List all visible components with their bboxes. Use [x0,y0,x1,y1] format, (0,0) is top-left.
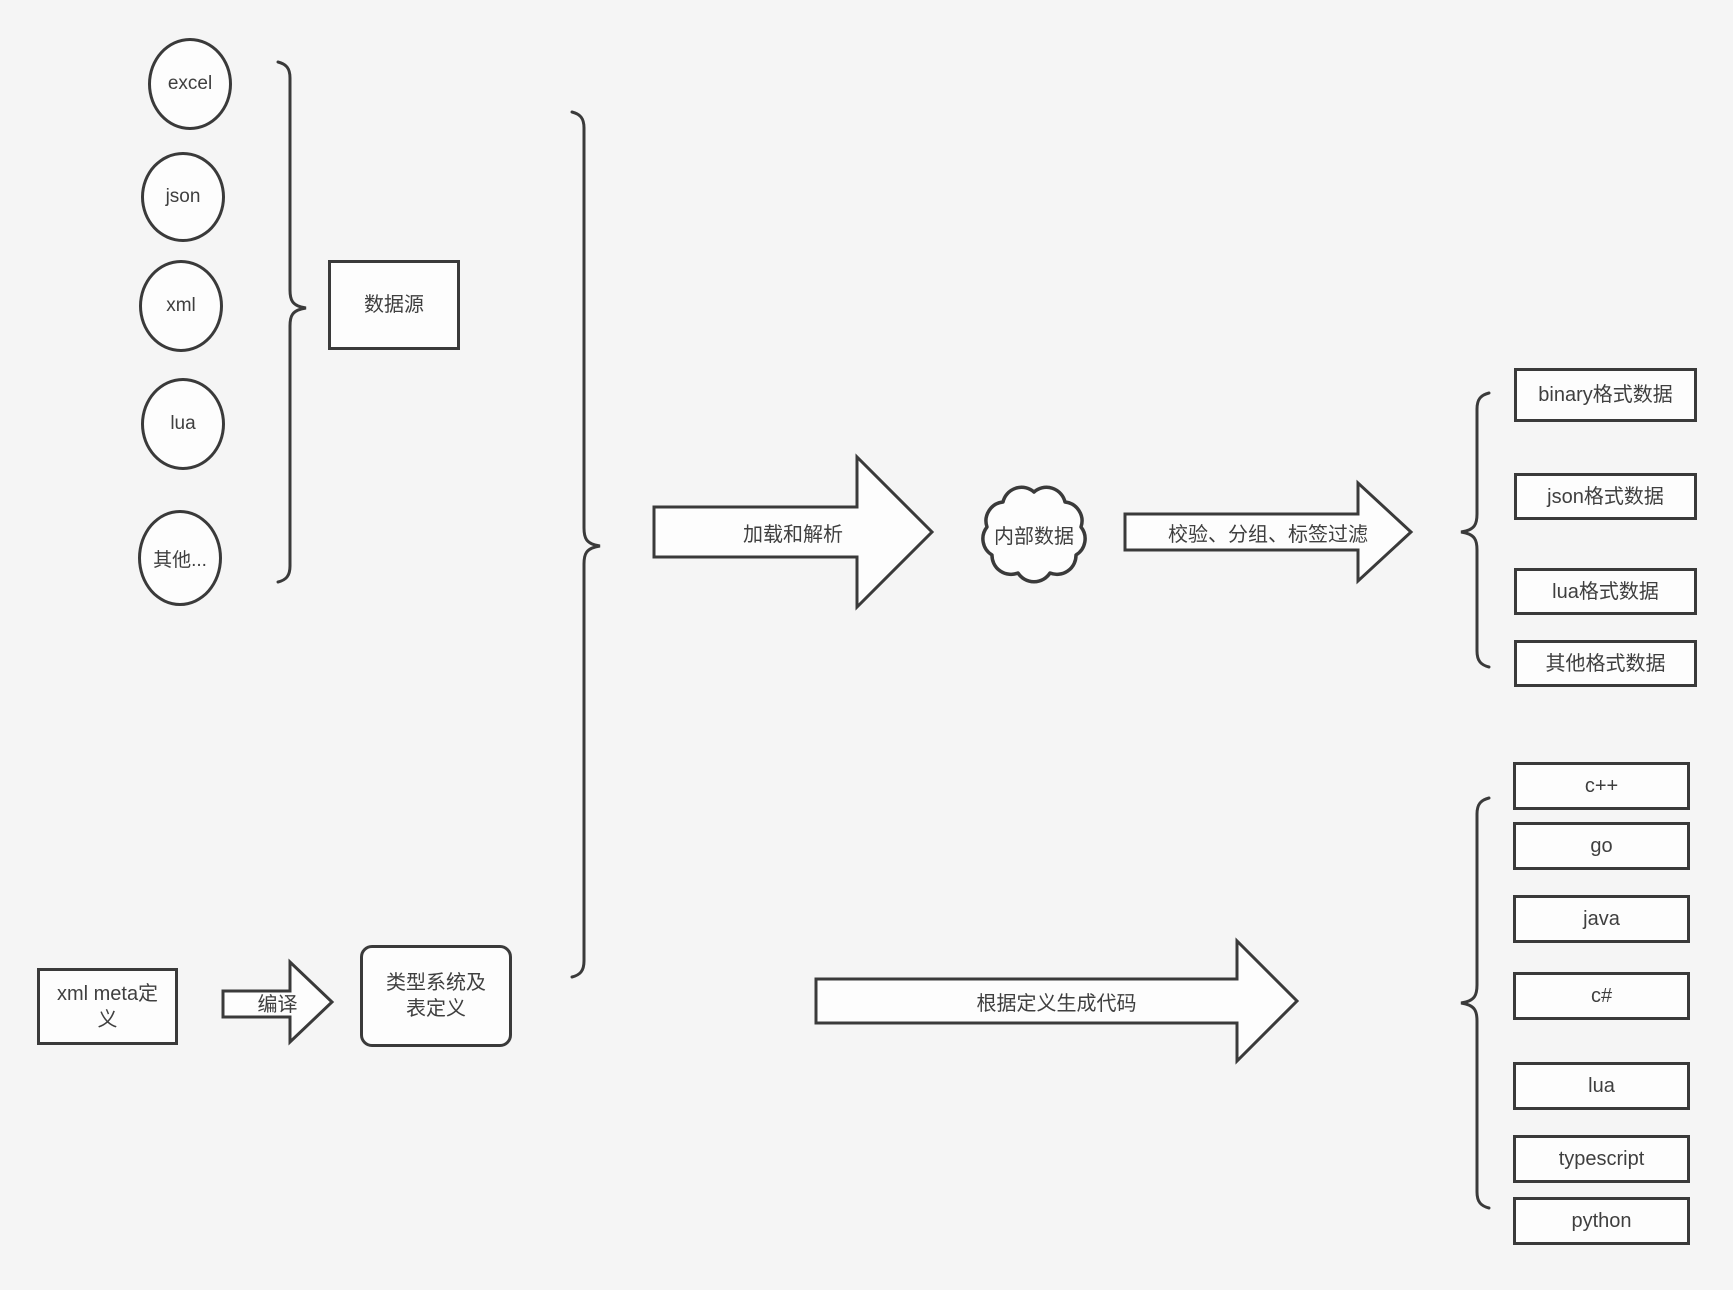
source-circle-excel: excel [148,38,232,130]
language-box-csharp: c# [1513,972,1690,1020]
compile-arrow [221,958,335,1046]
source-circle-other: 其他... [138,510,222,606]
sources-brace [276,60,307,584]
language-box-typescript: typescript [1513,1135,1690,1183]
inputs-brace [570,110,601,979]
output-box-binary: binary格式数据 [1514,368,1697,422]
languages-brace [1460,796,1491,1210]
output-box-other: 其他格式数据 [1514,640,1697,687]
language-box-lua: lua [1513,1062,1690,1110]
output-box-lua: lua格式数据 [1514,568,1697,615]
type-system-box: 类型系统及表定义 [360,945,512,1047]
source-circle-lua: lua [141,378,225,470]
load-parse-arrow [652,453,935,611]
output-box-json: json格式数据 [1514,473,1697,520]
language-box-python: python [1513,1197,1690,1245]
source-circle-xml: xml [139,260,223,352]
language-box-go: go [1513,822,1690,870]
outputs-brace [1460,391,1491,669]
internal-data-cloud [981,485,1087,584]
source-circle-json: json [141,152,225,242]
filter-arrow [1123,479,1414,585]
language-box-cpp: c++ [1513,762,1690,810]
language-box-java: java [1513,895,1690,943]
data-source-box: 数据源 [328,260,460,350]
xml-meta-box: xml meta定义 [37,968,178,1045]
codegen-arrow [814,937,1300,1065]
